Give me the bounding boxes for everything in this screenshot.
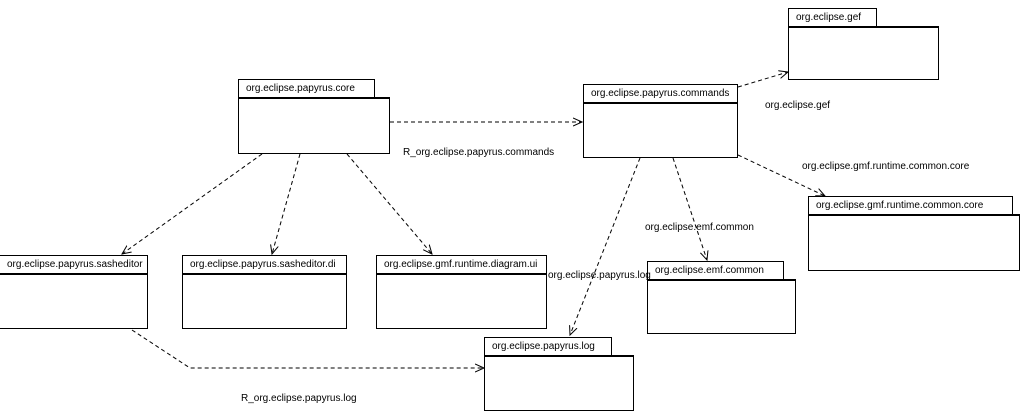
edge-label-commands-log: org.eclipse.papyrus.log [548,270,651,281]
package-eclipse-gef[interactable]: org.eclipse.gef [788,8,939,80]
edge-commands-gef [737,72,788,88]
edge-label-sasheditor-log: R_org.eclipse.papyrus.log [241,393,357,404]
package-papyrus-commands[interactable]: org.eclipse.papyrus.commands [583,84,738,158]
package-body [376,273,547,329]
package-name: org.eclipse.gmf.runtime.common.core [816,200,984,211]
package-gmf-runtime-diagram-ui[interactable]: org.eclipse.gmf.runtime.diagram.ui [376,255,547,329]
package-body [808,214,1020,271]
package-body [0,273,148,329]
edge-core-sasheditor-di [272,153,301,254]
package-body [484,355,634,411]
edge-core-diagram-ui [346,153,432,254]
package-body [182,273,347,329]
package-papyrus-log[interactable]: org.eclipse.papyrus.log [484,337,634,411]
package-body [788,26,939,80]
package-name: org.eclipse.papyrus.sasheditor.di [190,259,336,270]
package-name: org.eclipse.papyrus.core [246,83,355,94]
package-papyrus-sasheditor-di[interactable]: org.eclipse.papyrus.sasheditor.di [182,255,347,329]
edge-core-sasheditor [122,153,263,254]
edge-label-commands-gef: org.eclipse.gef [765,100,831,111]
package-name: org.eclipse.papyrus.commands [591,88,730,99]
package-gmf-runtime-common-core[interactable]: org.eclipse.gmf.runtime.common.core [808,196,1020,271]
edge-label-commands-gmf-core: org.eclipse.gmf.runtime.common.core [802,161,970,172]
package-body [583,102,738,158]
edge-sasheditor-log [131,329,484,368]
package-name: org.eclipse.papyrus.sasheditor [7,259,143,270]
edge-commands-emf-common [672,157,707,260]
edge-label-core-commands: R_org.eclipse.papyrus.commands [403,147,555,158]
package-body [647,279,796,334]
package-emf-common[interactable]: org.eclipse.emf.common [647,261,796,334]
package-papyrus-core[interactable]: org.eclipse.papyrus.core [238,79,390,154]
package-body [238,97,390,154]
package-name: org.eclipse.papyrus.log [492,341,595,352]
package-name: org.eclipse.gef [796,12,862,23]
edge-label-commands-emf-common: org.eclipse.emf.common [645,222,754,233]
edge-commands-gmf-core [737,154,825,196]
package-name: org.eclipse.emf.common [655,265,764,276]
package-papyrus-sasheditor[interactable]: org.eclipse.papyrus.sasheditor [0,255,148,329]
edge-commands-log [570,157,641,335]
package-name: org.eclipse.gmf.runtime.diagram.ui [384,259,538,270]
